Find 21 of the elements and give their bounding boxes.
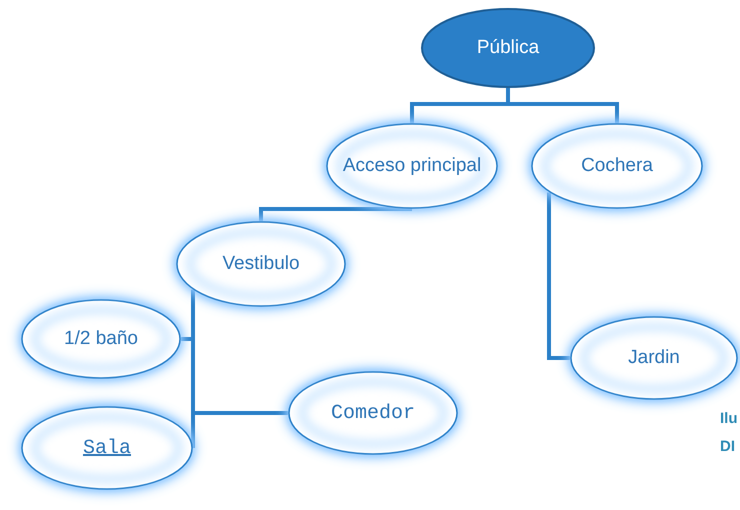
- node-label: Cochera: [580, 154, 654, 178]
- filled-ellipse: [421, 8, 595, 88]
- connector-line: [547, 192, 570, 360]
- ellipse-node: [326, 123, 498, 209]
- node-label: Acceso principal: [342, 154, 482, 178]
- caption-fragment: Ilu: [720, 411, 738, 426]
- node-label: Vestibulo: [221, 252, 301, 276]
- node-label: 1/2 baño: [63, 327, 139, 351]
- node-label: Comedor: [330, 400, 416, 426]
- caption-fragment: DI: [720, 439, 735, 454]
- ellipse-node: [570, 316, 738, 400]
- connector-line: [259, 207, 412, 221]
- ellipse-node: [21, 299, 181, 379]
- ellipse-node: [288, 371, 458, 455]
- ellipse-node: [176, 221, 346, 307]
- node-label: Jardin: [627, 346, 681, 370]
- node-label: Sala: [82, 436, 132, 460]
- ellipse-node: [531, 123, 703, 209]
- ellipse-node: [21, 406, 193, 490]
- connector-line: [191, 290, 288, 415]
- node-label: Pública: [476, 36, 540, 60]
